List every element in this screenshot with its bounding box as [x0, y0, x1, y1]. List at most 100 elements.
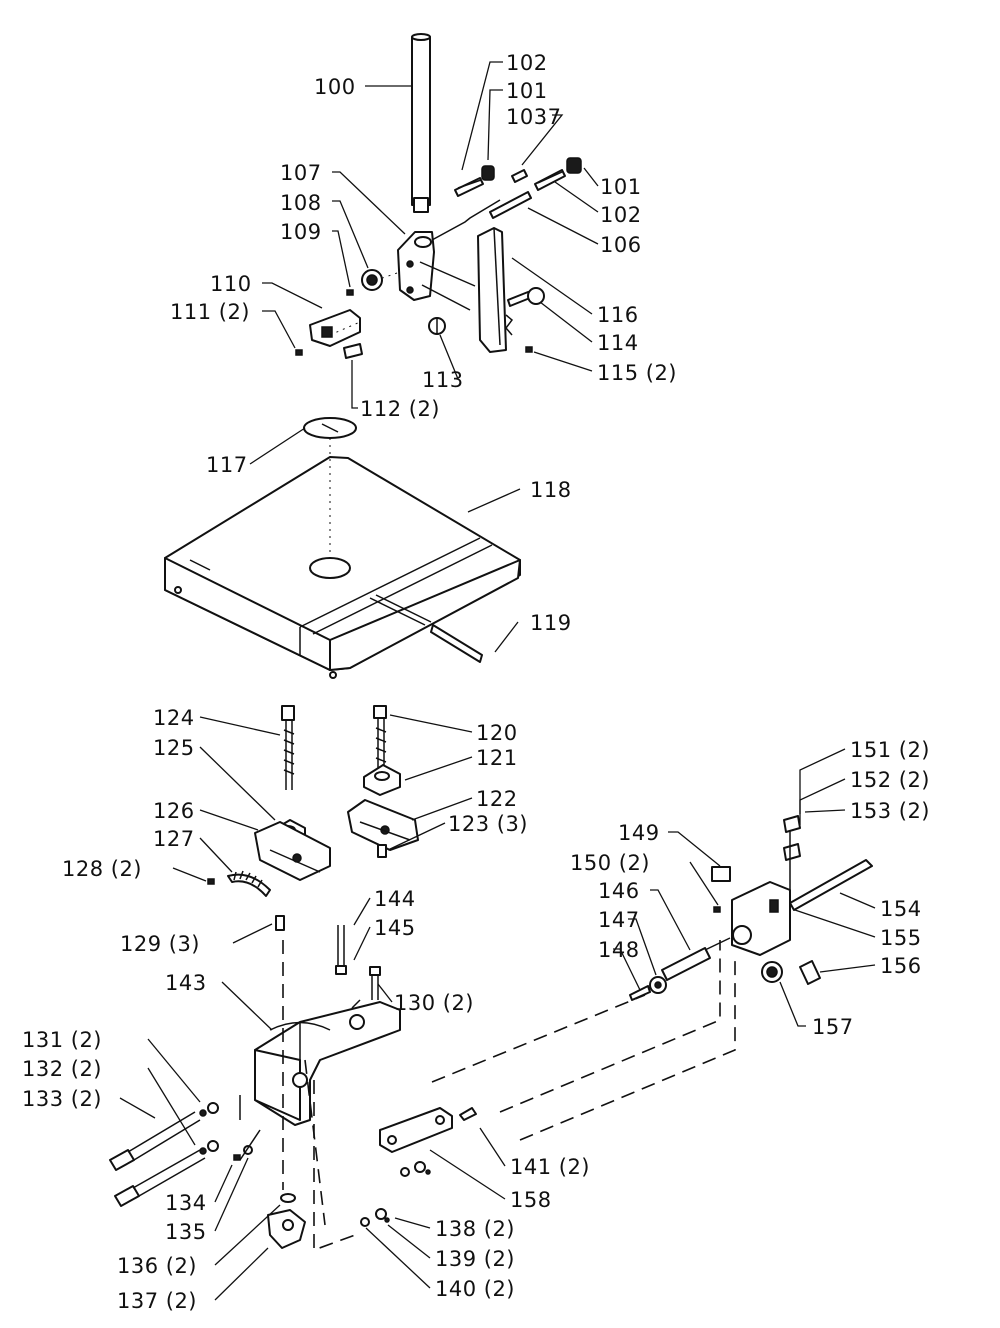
label-139: 139 (2) [435, 1247, 515, 1271]
label-124: 124 [153, 706, 195, 730]
label-151: 151 (2) [850, 738, 930, 762]
lower-guide-bracket-155 [731, 881, 791, 956]
pin-119 [430, 624, 483, 663]
parts-151-153 [783, 815, 801, 861]
block-156 [799, 960, 821, 985]
table-insert-117 [303, 417, 357, 439]
label-114: 114 [597, 331, 639, 355]
bolt-124 [281, 705, 295, 790]
label-106: 106 [600, 233, 642, 257]
screw-141 [459, 1107, 477, 1121]
label-147: 147 [598, 908, 640, 932]
bolt-133-upper [109, 1111, 201, 1171]
label-148: 148 [598, 938, 640, 962]
screw-114 [507, 287, 545, 307]
label-112: 112 (2) [360, 397, 440, 421]
label-101-upper: 101 [506, 79, 548, 103]
label-127: 127 [153, 827, 195, 851]
guide-bracket-107 [397, 231, 435, 301]
label-123: 123 (3) [448, 812, 528, 836]
label-135: 135 [165, 1220, 207, 1244]
label-130: 130 (2) [394, 991, 474, 1015]
block-holder-110 [295, 309, 363, 359]
bearing-147 [649, 976, 667, 994]
label-157: 157 [812, 1015, 854, 1039]
label-152: 152 (2) [850, 768, 930, 792]
label-137: 137 (2) [117, 1289, 197, 1313]
label-100: 100 [314, 75, 356, 99]
label-113: 113 [422, 368, 464, 392]
label-131: 131 (2) [22, 1028, 102, 1052]
trunnion-126 [254, 821, 331, 881]
blade-guard-116 [477, 227, 514, 353]
label-158: 158 [510, 1188, 552, 1212]
label-119: 119 [530, 611, 572, 635]
label-122: 122 [476, 787, 518, 811]
washer-136 [280, 1193, 296, 1203]
label-110: 110 [210, 272, 252, 296]
label-145: 145 [374, 916, 416, 940]
label-102-upper: 102 [506, 51, 548, 75]
label-126: 126 [153, 799, 195, 823]
screw-set-left [454, 165, 528, 197]
knob-137 [267, 1209, 306, 1249]
link-bar-158 [379, 1107, 453, 1153]
guide-rod-106 [431, 191, 532, 241]
label-143: 143 [165, 971, 207, 995]
guide-post-100 [411, 33, 431, 213]
screw-115 [525, 346, 533, 353]
label-107: 107 [280, 161, 322, 185]
block-149 [711, 866, 731, 882]
screw-123 [377, 844, 387, 858]
label-141: 141 (2) [510, 1155, 590, 1179]
bolt-120 [373, 705, 387, 770]
label-121: 121 [476, 746, 518, 770]
label-101-right: 101 [600, 175, 642, 199]
bolt-144 [335, 925, 347, 975]
label-155: 155 [880, 926, 922, 950]
label-150: 150 (2) [570, 851, 650, 875]
screw-113 [428, 317, 446, 335]
label-144: 144 [374, 887, 416, 911]
washer-132 [199, 1109, 207, 1155]
screw-150 [713, 906, 721, 913]
label-136: 136 (2) [117, 1254, 197, 1278]
label-154: 154 [880, 897, 922, 921]
label-134: 134 [165, 1191, 207, 1215]
bearing-108 [346, 269, 383, 296]
label-153: 153 (2) [850, 799, 930, 823]
label-133: 133 (2) [22, 1087, 102, 1111]
bolt-133-lower [114, 1149, 206, 1207]
label-156: 156 [880, 954, 922, 978]
label-132: 132 (2) [22, 1057, 102, 1081]
part-labels: 100 102 101 1037 101 102 106 107 108 109… [22, 51, 930, 1313]
label-108: 108 [280, 191, 322, 215]
trunnion-122 [347, 799, 419, 851]
screw-129 [275, 915, 285, 931]
trunnion-base-143 [254, 999, 401, 1126]
label-118: 118 [530, 478, 572, 502]
bolt-130 [369, 966, 381, 1000]
label-146: 146 [598, 879, 640, 903]
label-109: 109 [280, 220, 322, 244]
screw-128 [207, 878, 215, 885]
washer-121 [363, 764, 401, 796]
label-111: 111 (2) [170, 300, 250, 324]
upper-guide-assembly [295, 33, 582, 359]
washer-131 [207, 1102, 219, 1152]
scale-127 [227, 870, 271, 897]
label-128: 128 (2) [62, 857, 142, 881]
label-1037: 1037 [506, 105, 561, 129]
label-120: 120 [476, 721, 518, 745]
label-115: 115 (2) [597, 361, 677, 385]
label-125: 125 [153, 736, 195, 760]
label-129: 129 (3) [120, 932, 200, 956]
screw-set-right [534, 157, 582, 191]
table-118 [164, 456, 521, 679]
label-138: 138 (2) [435, 1217, 515, 1241]
shaft-146 [661, 937, 731, 981]
screw-148 [629, 985, 651, 1001]
label-116: 116 [597, 303, 639, 327]
bearing-157 [761, 961, 783, 983]
